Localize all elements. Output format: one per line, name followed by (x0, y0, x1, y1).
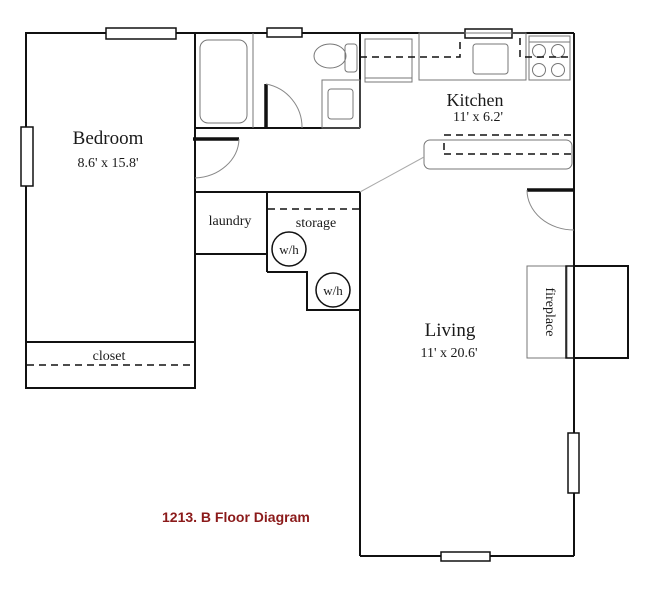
living-label: Living (424, 320, 476, 341)
window-bedroom-top (105, 27, 177, 40)
kitchen-bar-counter (423, 139, 573, 170)
living-dimensions: 11' x 20.6' (420, 346, 478, 361)
sink (327, 88, 354, 120)
water-heater-1 (271, 231, 307, 267)
laundry-label: laundry (208, 214, 252, 229)
window-bedroom-left (20, 126, 34, 187)
kitchen-label: Kitchen (446, 90, 504, 110)
window-living-right (567, 432, 580, 494)
toilet-tank (344, 43, 358, 73)
kitchen-sink (472, 43, 509, 75)
fireplace-label: fireplace (542, 287, 557, 337)
window-living-bottom (440, 551, 491, 562)
bathtub (199, 39, 248, 124)
fireplace-chimney (573, 265, 629, 359)
water-heater-2 (315, 272, 351, 308)
bedroom-dimensions: 8.6' x 15.8' (77, 156, 139, 171)
storage-label: storage (295, 216, 337, 231)
fireplace-hearth (526, 265, 568, 359)
diagram-caption: 1213. B Floor Diagram (162, 509, 310, 525)
closet-label: closet (89, 350, 129, 364)
bedroom-walls (25, 32, 196, 389)
stove (528, 35, 571, 81)
fridge (364, 38, 413, 83)
toilet-bowl (313, 43, 347, 69)
water-heater-1-label: w/h (279, 242, 299, 257)
kitchen-dimensions: 11' x 6.2' (452, 110, 504, 125)
water-heater-2-label: w/h (323, 283, 343, 298)
bedroom-label: Bedroom (72, 128, 144, 149)
window-bath-top (266, 27, 303, 38)
